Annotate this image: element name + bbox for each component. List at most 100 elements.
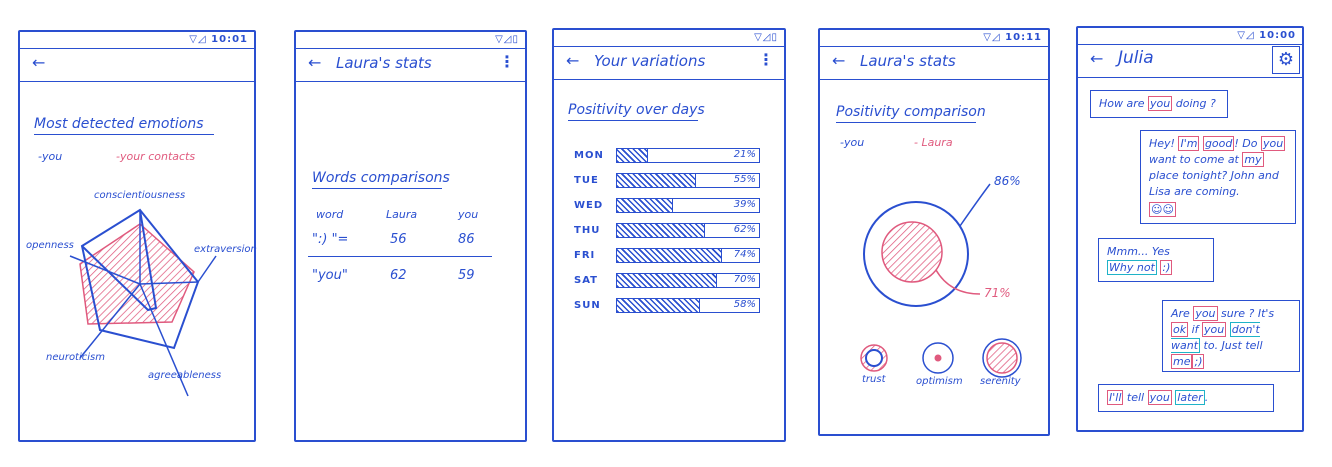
back-arrow-icon[interactable]: ← (1090, 49, 1104, 68)
day-bar-percent: 70% (733, 274, 756, 285)
page-title: Most detected emotions (34, 116, 214, 135)
day-bar-fill (617, 249, 722, 262)
laura-pointer (935, 269, 981, 295)
day-label-mon: MON (574, 150, 604, 161)
serenity-inner (986, 342, 1018, 374)
row2-laura: 62 (390, 268, 407, 283)
message-5[interactable]: I'll tell you later. (1098, 384, 1274, 412)
day-label-sat: SAT (574, 275, 598, 286)
label-openness: openness (26, 240, 74, 251)
axis-agreeableness (139, 283, 189, 397)
more-options-icon[interactable]: ⋮ (758, 50, 774, 69)
row1-laura: 56 (390, 232, 407, 247)
row2-you: 59 (458, 268, 475, 283)
words-screen: ▽◿▯ ← Laura's stats ⋮ Words comparisons … (294, 30, 527, 442)
emoji-pair: ☺☺ (1149, 202, 1287, 218)
trait-circles (860, 338, 1022, 378)
radar-contacts-area (79, 223, 195, 325)
day-bar-percent: 58% (733, 299, 756, 310)
message-1[interactable]: How are you doing ? (1090, 90, 1228, 118)
header-title: Laura's stats (336, 54, 432, 72)
axis-extraversion (139, 281, 199, 285)
section-title: Positivity over days (568, 102, 705, 121)
top-bar: ← (20, 48, 254, 82)
day-bar-fill (617, 199, 673, 212)
smiley-icon: ☺☺ (1149, 202, 1176, 217)
day-bar-fill (617, 299, 700, 312)
day-bar-percent: 21% (733, 149, 756, 160)
more-options-icon[interactable]: ⋮ (499, 52, 515, 71)
back-arrow-icon[interactable]: ← (832, 51, 846, 70)
day-bar-percent: 55% (733, 174, 756, 185)
positivity-circles (863, 183, 991, 307)
you-percent: 86% (994, 174, 1021, 188)
day-label-sun: SUN (574, 300, 601, 311)
radar-chart (69, 208, 217, 397)
day-bar-fill (617, 149, 648, 162)
back-arrow-icon[interactable]: ← (32, 53, 46, 72)
back-arrow-icon[interactable]: ← (308, 53, 322, 72)
you-circle (863, 201, 969, 307)
trust-inner (865, 349, 883, 367)
laura-percent: 71% (984, 286, 1011, 300)
day-bar-wed: 39% (616, 198, 760, 213)
section-title: Words comparisons (312, 170, 450, 189)
day-bar-percent: 74% (733, 249, 756, 260)
optimism-outer (922, 342, 954, 374)
header-title: Your variations (594, 52, 706, 70)
row1-word: ":) "= (312, 232, 349, 247)
day-bar-fill (617, 174, 696, 187)
day-label-wed: WED (574, 200, 604, 211)
contact-name: Julia (1118, 48, 1154, 68)
label-agreeableness: agreeableness (148, 370, 222, 381)
variations-screen: ▽◿▯ ← Your variations ⋮ Positivity over … (552, 28, 786, 442)
day-bar-fri: 74% (616, 248, 760, 263)
label-conscientiousness: conscientiousness (94, 190, 186, 201)
positivity-screen: ▽◿ 10:11 ← Laura's stats Positivity comp… (818, 28, 1050, 436)
trait-optimism: optimism (916, 376, 963, 387)
message-4[interactable]: Are you sure ? It's ok if you don't want… (1162, 300, 1300, 372)
status-bar: ▽◿ 10:11 (983, 32, 1042, 43)
message-3[interactable]: Mmm... Yes Why not :) (1098, 238, 1214, 282)
emotions-screen: ▽◿ 10:01 ← Most detected emotions -you -… (18, 30, 257, 442)
axis-neuroticism (79, 283, 141, 359)
col-you: you (458, 208, 479, 221)
radar-outline (80, 208, 200, 350)
row1-you: 86 (458, 232, 475, 247)
day-bar-fill (617, 274, 717, 287)
header-title: Laura's stats (860, 52, 956, 70)
top-bar: ← Your variations ⋮ (554, 46, 784, 80)
top-bar: ← Laura's stats ⋮ (296, 48, 525, 82)
label-extraversion: extraversion (194, 244, 257, 255)
you-pointer (959, 183, 991, 227)
back-arrow-icon[interactable]: ← (566, 51, 580, 70)
top-bar: ← Julia ⚙ (1078, 44, 1302, 78)
section-title: Positivity comparison (836, 104, 986, 123)
axis-openness (69, 255, 141, 285)
status-bar: ▽◿▯ (754, 32, 778, 43)
label-neuroticism: neuroticism (46, 352, 105, 363)
message-2[interactable]: Hey! I'm good! Do you want to come at my… (1140, 130, 1296, 224)
day-bar-tue: 55% (616, 173, 760, 188)
status-bar: ▽◿ 10:01 (189, 34, 248, 45)
legend-laura: - Laura (914, 136, 953, 149)
row-divider (308, 256, 492, 257)
status-bar: ▽◿▯ (495, 34, 519, 45)
day-bar-thu: 62% (616, 223, 760, 238)
laura-circle (881, 221, 943, 283)
col-laura: Laura (386, 208, 418, 221)
col-word: word (316, 208, 344, 221)
top-bar: ← Laura's stats (820, 46, 1048, 80)
status-bar: ▽◿ 10:00 (1237, 30, 1296, 41)
legend-contacts: -your contacts (116, 150, 196, 163)
settings-gear-icon[interactable]: ⚙ (1272, 46, 1300, 74)
day-bar-mon: 21% (616, 148, 760, 163)
day-bar-sat: 70% (616, 273, 760, 288)
day-bar-fill (617, 224, 705, 237)
day-label-thu: THU (574, 225, 601, 236)
day-label-fri: FRI (574, 250, 596, 261)
serenity-outer (982, 338, 1022, 378)
day-bar-sun: 58% (616, 298, 760, 313)
chat-screen: ▽◿ 10:00 ← Julia ⚙ How are you doing ? H… (1076, 26, 1304, 432)
trait-serenity: serenity (980, 376, 1021, 387)
